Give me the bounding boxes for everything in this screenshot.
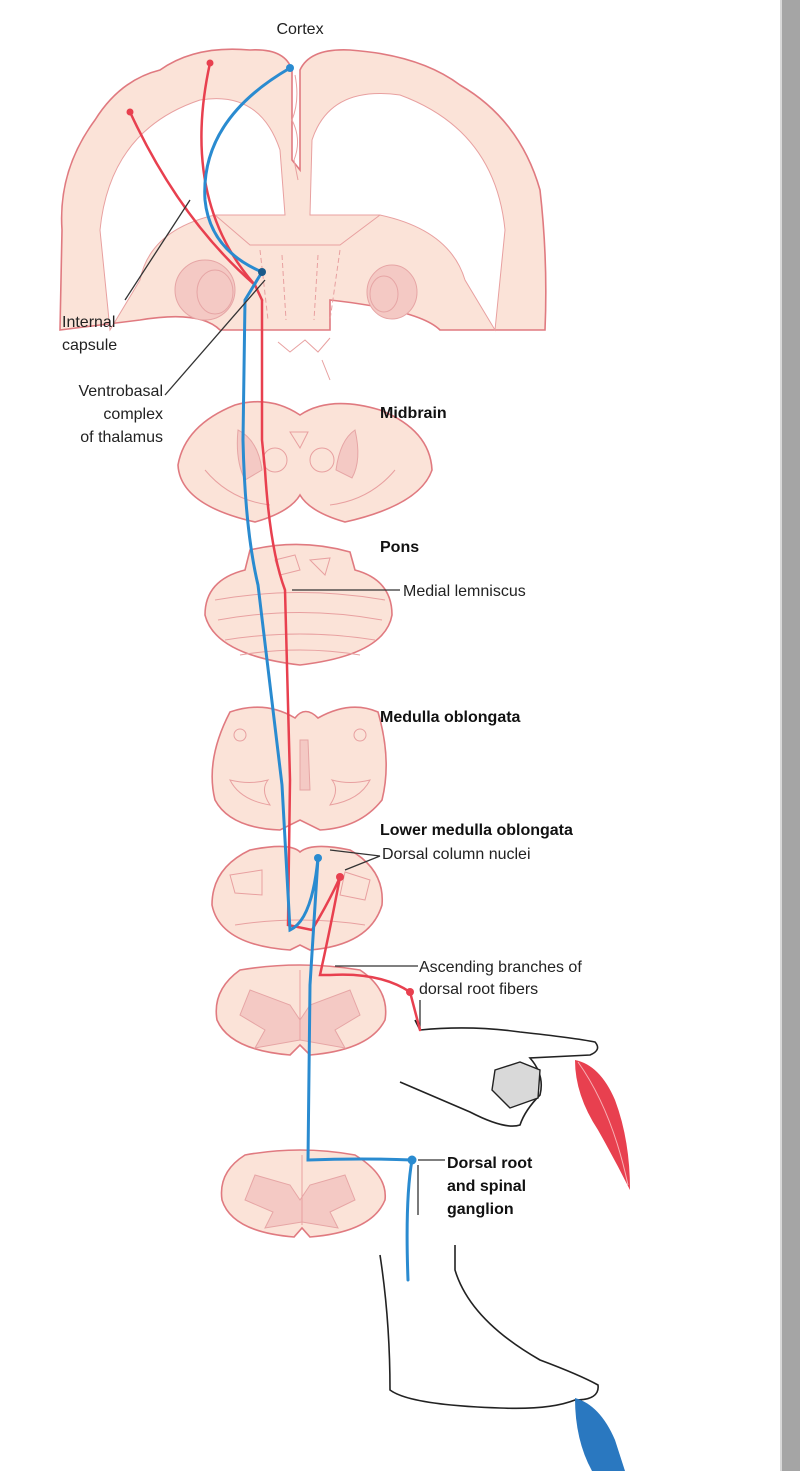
label-internal-capsule-1: Internal [62,314,115,331]
internal-capsule-leader [124,199,191,301]
label-cortex: Cortex [276,21,323,38]
label-lower-medulla: Lower medulla oblongata [380,822,573,839]
medulla-section [211,706,387,831]
blue-feather-icon [575,1398,625,1471]
pons-section [204,543,393,666]
label-ascending-branches-1: Ascending branches of [419,959,582,976]
label-dorsal-root-2: and spinal [447,1178,526,1195]
label-midbrain: Midbrain [380,405,447,422]
scrollbar[interactable] [780,0,800,1471]
label-ventrobasal-3: of thalamus [80,429,163,446]
blue-pathway [203,64,417,1282]
label-medial-lemniscus: Medial lemniscus [403,583,526,600]
red-feather-icon [575,1060,630,1190]
label-internal-capsule-2: capsule [62,337,117,354]
label-ventrobasal-1: Ventrobasal [78,383,163,400]
label-medulla: Medulla oblongata [380,709,521,726]
label-dorsal-root-1: Dorsal root [447,1155,533,1172]
label-ventrobasal-2: complex [103,406,163,423]
label-pons: Pons [380,539,419,556]
lower-medulla-section [211,845,383,951]
lower-spinal-cord-section [220,1149,386,1238]
label-dorsal-column-nuclei: Dorsal column nuclei [382,846,531,863]
thalamus-leader [164,279,266,396]
hand-illustration [399,1000,599,1127]
cerebrum-section [59,48,547,381]
dorsal-column-nuclei-leader [329,849,381,871]
foot-illustration [379,1165,599,1410]
upper-spinal-cord-section [215,964,387,1056]
label-ascending-branches-2: dorsal root fibers [419,981,538,998]
label-dorsal-root-3: ganglion [447,1201,514,1218]
